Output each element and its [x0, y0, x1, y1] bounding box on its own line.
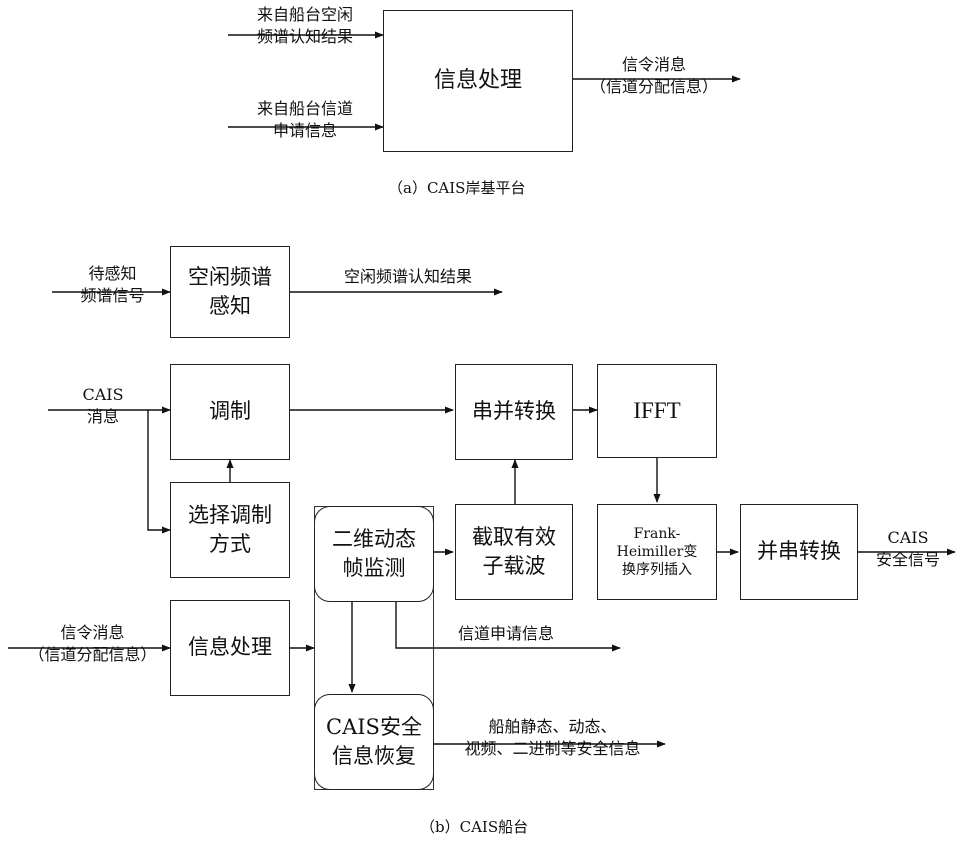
a-spectrum-input-label: 来自船台空闲 频谱认知结果	[230, 4, 380, 49]
select-modulation-box: 选择调制 方式	[170, 482, 290, 578]
a-caption: （a）CAIS岸基平台	[388, 177, 525, 198]
safety-output-label: 船舶静态、动态、 视频、二进制等安全信息	[440, 716, 665, 761]
info-processing-box: 信息处理	[170, 600, 290, 696]
safety-recovery-box: CAIS安全 信息恢复	[314, 694, 434, 790]
serial-to-parallel-box: 串并转换	[455, 364, 573, 460]
sensing-output-label: 空闲频谱认知结果	[318, 266, 498, 288]
ifft-box: IFFT	[597, 364, 717, 458]
arrow-to-select-modulation	[148, 410, 170, 530]
frame-monitor-box: 二维动态 帧监测	[314, 506, 434, 602]
a-request-input-label: 来自船台信道 申请信息	[230, 98, 380, 143]
sensing-input-label: 待感知 频谱信号	[60, 263, 165, 308]
cais-message-label: CAIS 消息	[68, 384, 138, 429]
channel-request-label: 信道申请信息	[458, 623, 618, 645]
modulation-box: 调制	[170, 364, 290, 460]
a-processing-box: 信息处理	[383, 10, 573, 152]
a-signaling-output-label: 信令消息 （信道分配信息）	[574, 54, 734, 99]
frank-heimiller-box: Frank- Heimiller变 换序列插入	[597, 504, 717, 600]
cais-signal-output-label: CAIS 安全信号	[858, 527, 958, 572]
b-caption: （b）CAIS船台	[420, 816, 528, 837]
parallel-to-serial-box: 并串转换	[740, 504, 858, 600]
subcarrier-extraction-box: 截取有效 子载波	[455, 504, 573, 600]
signaling-input-label: 信令消息 （信道分配信息）	[20, 622, 165, 667]
spectrum-sensing-box: 空闲频谱 感知	[170, 246, 290, 338]
